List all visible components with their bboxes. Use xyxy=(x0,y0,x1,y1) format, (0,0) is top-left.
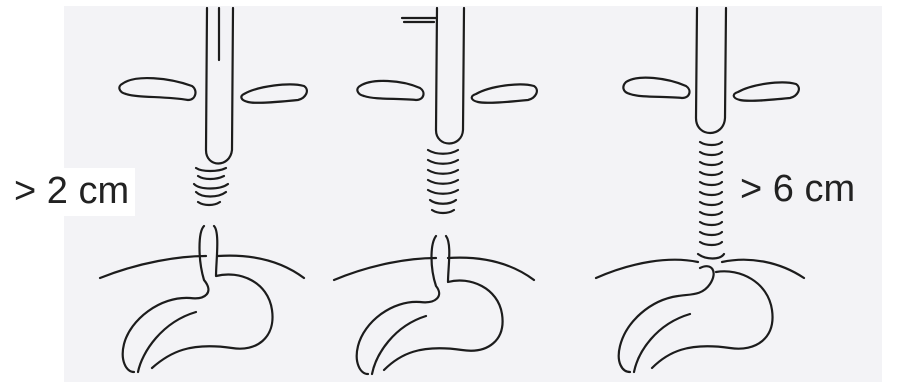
stomach-inner xyxy=(372,316,426,374)
esophagus-tube xyxy=(696,8,726,133)
diaphragm-crus-left xyxy=(623,78,689,98)
stomach-outline xyxy=(357,236,503,374)
stomach-outline xyxy=(123,226,273,372)
diaphragm-crus-left xyxy=(357,81,423,100)
stomach-outline xyxy=(619,266,773,372)
diaphragm-crus-right xyxy=(734,82,799,100)
panel-2 xyxy=(334,8,537,374)
label-2cm: > 2 cm xyxy=(8,168,135,216)
stomach-inner xyxy=(138,312,196,372)
hernia-rings xyxy=(194,168,228,205)
diaphragm-crus-left xyxy=(119,78,195,100)
esophagus-tube xyxy=(436,8,464,144)
hernia-rings xyxy=(428,150,458,213)
stomach-inner xyxy=(634,314,690,372)
hernia-rings xyxy=(698,142,724,259)
diaphragm-crus-right xyxy=(472,84,537,102)
diaphragm-crus-right xyxy=(241,84,307,102)
instrument-mark xyxy=(402,18,436,22)
label-6cm: > 6 cm xyxy=(740,170,855,208)
